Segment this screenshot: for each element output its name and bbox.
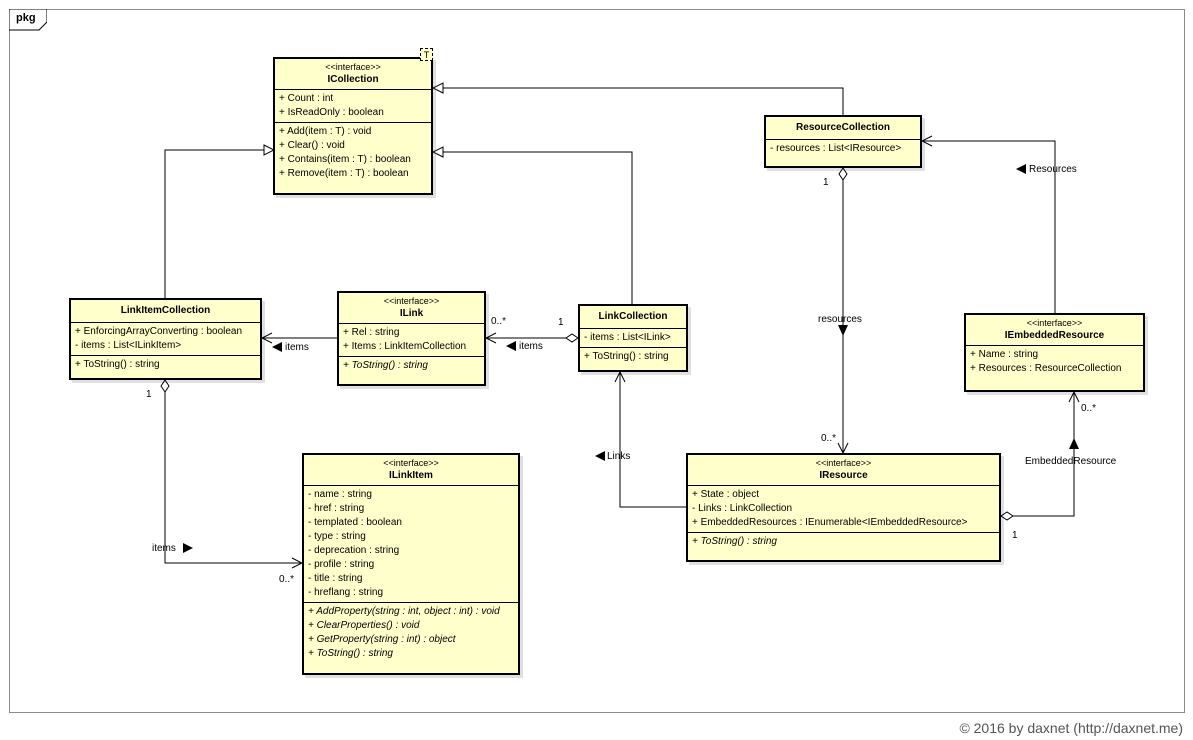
attribute: - type : string [308, 531, 366, 542]
attribute: + Resources : ResourceCollection [970, 363, 1122, 374]
class-resourcecollection[interactable]: ResourceCollection - resources : List<IR… [764, 115, 922, 168]
operation: + ToString() : string [308, 648, 393, 659]
direction-arrow-items-lic [272, 342, 282, 352]
direction-arrow-links [595, 451, 605, 461]
attribute: - title : string [308, 573, 363, 584]
multiplicity-label: 0..* [491, 316, 507, 327]
attribute: + IsReadOnly : boolean [279, 107, 384, 118]
operation: + ToString() : string [343, 360, 428, 371]
attribute: + EnforcingArrayConverting : boolean [75, 326, 243, 337]
operation: + Contains(item : T) : boolean [279, 154, 411, 165]
attribute: + EmbeddedResources : IEnumerable<IEmbed… [692, 517, 968, 528]
direction-arrow-resources [838, 325, 848, 336]
attribute: - templated : boolean [308, 517, 402, 528]
attribute: - href : string [308, 503, 365, 514]
stereotype: <<interface>> [815, 458, 872, 468]
operation: + Add(item : T) : void [279, 126, 372, 137]
stereotype: <<interface>> [383, 296, 440, 306]
class-name: IEmbeddedResource [1004, 330, 1105, 341]
realization-linkitemcollection [164, 150, 274, 298]
class-name: ILink [399, 308, 424, 319]
multiplicity-label: 0..* [821, 433, 837, 444]
class-iembeddedresource[interactable]: <<interface>> IEmbeddedResource + Name : … [964, 313, 1145, 392]
assoc-iembeddedresource-resourcecollection [922, 141, 1056, 313]
attribute: - deprecation : string [308, 545, 400, 556]
label-items: items [519, 341, 543, 352]
realization-resourcecollection [433, 88, 844, 115]
assoc-iresource-iembeddedresource [1001, 392, 1074, 516]
class-name: IResource [819, 470, 868, 481]
multiplicity-label: 0..* [279, 574, 295, 585]
template-parameter: T [420, 48, 433, 61]
stereotype: <<interface>> [383, 458, 439, 468]
operation: + Remove(item : T) : boolean [279, 168, 409, 179]
class-name: ResourceCollection [796, 122, 890, 133]
class-name: LinkCollection [598, 311, 668, 322]
label-resources: Resources [1029, 164, 1077, 175]
class-name: LinkItemCollection [120, 305, 211, 316]
assoc-iresource-linkcollection [620, 372, 687, 508]
package-label: pkg [16, 12, 36, 24]
assoc-linkitemcollection-ilinkitem [165, 380, 302, 563]
multiplicity-label: 0..* [1081, 403, 1097, 414]
operation: + Clear() : void [279, 140, 345, 151]
label-links: Links [607, 451, 631, 462]
attribute: + Name : string [970, 349, 1039, 360]
attribute: - name : string [308, 489, 372, 500]
class-name: ILinkItem [389, 470, 433, 481]
direction-arrow-items-lc [506, 341, 516, 351]
operation: + AddProperty(string : int, object : int… [308, 606, 500, 617]
attribute: - Links : LinkCollection [692, 503, 793, 514]
label-items: items [285, 342, 309, 353]
attribute: - items : List<ILinkItem> [75, 340, 182, 351]
class-name: ICollection [327, 74, 379, 85]
attribute: - resources : List<IResource> [770, 143, 902, 154]
stereotype: <<interface>> [325, 62, 381, 72]
class-ilinkitem[interactable]: <<interface>> ILinkItem - name : string -… [302, 453, 520, 675]
multiplicity-label: 1 [146, 389, 152, 400]
class-linkcollection[interactable]: LinkCollection - items : List<ILink> + T… [578, 304, 688, 372]
class-linkitemcollection[interactable]: LinkItemCollection + EnforcingArrayConve… [69, 298, 262, 380]
label-resources: resources [818, 314, 862, 325]
package-tab [9, 9, 47, 31]
operation: + ClearProperties() : void [308, 620, 420, 631]
class-iresource[interactable]: <<interface>>IResource + State : object … [686, 453, 1001, 562]
stereotype: <<interface>> [1026, 318, 1083, 328]
direction-arrow-items-ili [183, 543, 193, 553]
operation: + ToString() : string [75, 359, 160, 370]
attribute: + Items : LinkItemCollection [343, 341, 467, 352]
copyright-text: © 2016 by daxnet (http://daxnet.me) [959, 720, 1183, 736]
operation: + ToString() : string [692, 536, 777, 547]
realization-linkcollection [433, 152, 633, 304]
attribute: + State : object [692, 489, 759, 500]
label-embedded-resource: EmbeddedResource [1025, 456, 1117, 467]
attribute: - items : List<ILink> [584, 332, 671, 343]
direction-arrow-resources-back [1016, 164, 1026, 174]
multiplicity-label: 1 [1012, 530, 1018, 541]
class-icollection[interactable]: <<interface>> ICollection + Count : int +… [273, 57, 433, 195]
class-ilink[interactable]: <<interface>> ILink + Rel : string + Item… [337, 291, 486, 386]
multiplicity-label: 1 [823, 177, 829, 188]
attribute: - hreflang : string [308, 587, 384, 598]
multiplicity-label: 1 [558, 317, 564, 328]
label-items: items [152, 543, 176, 554]
operation: + ToString() : string [584, 351, 669, 362]
direction-arrow-embedded [1069, 438, 1079, 449]
operation: + GetProperty(string : int) : object [308, 634, 456, 645]
attribute: + Count : int [279, 93, 334, 104]
attribute: + Rel : string [343, 327, 400, 338]
attribute: - profile : string [308, 559, 375, 570]
